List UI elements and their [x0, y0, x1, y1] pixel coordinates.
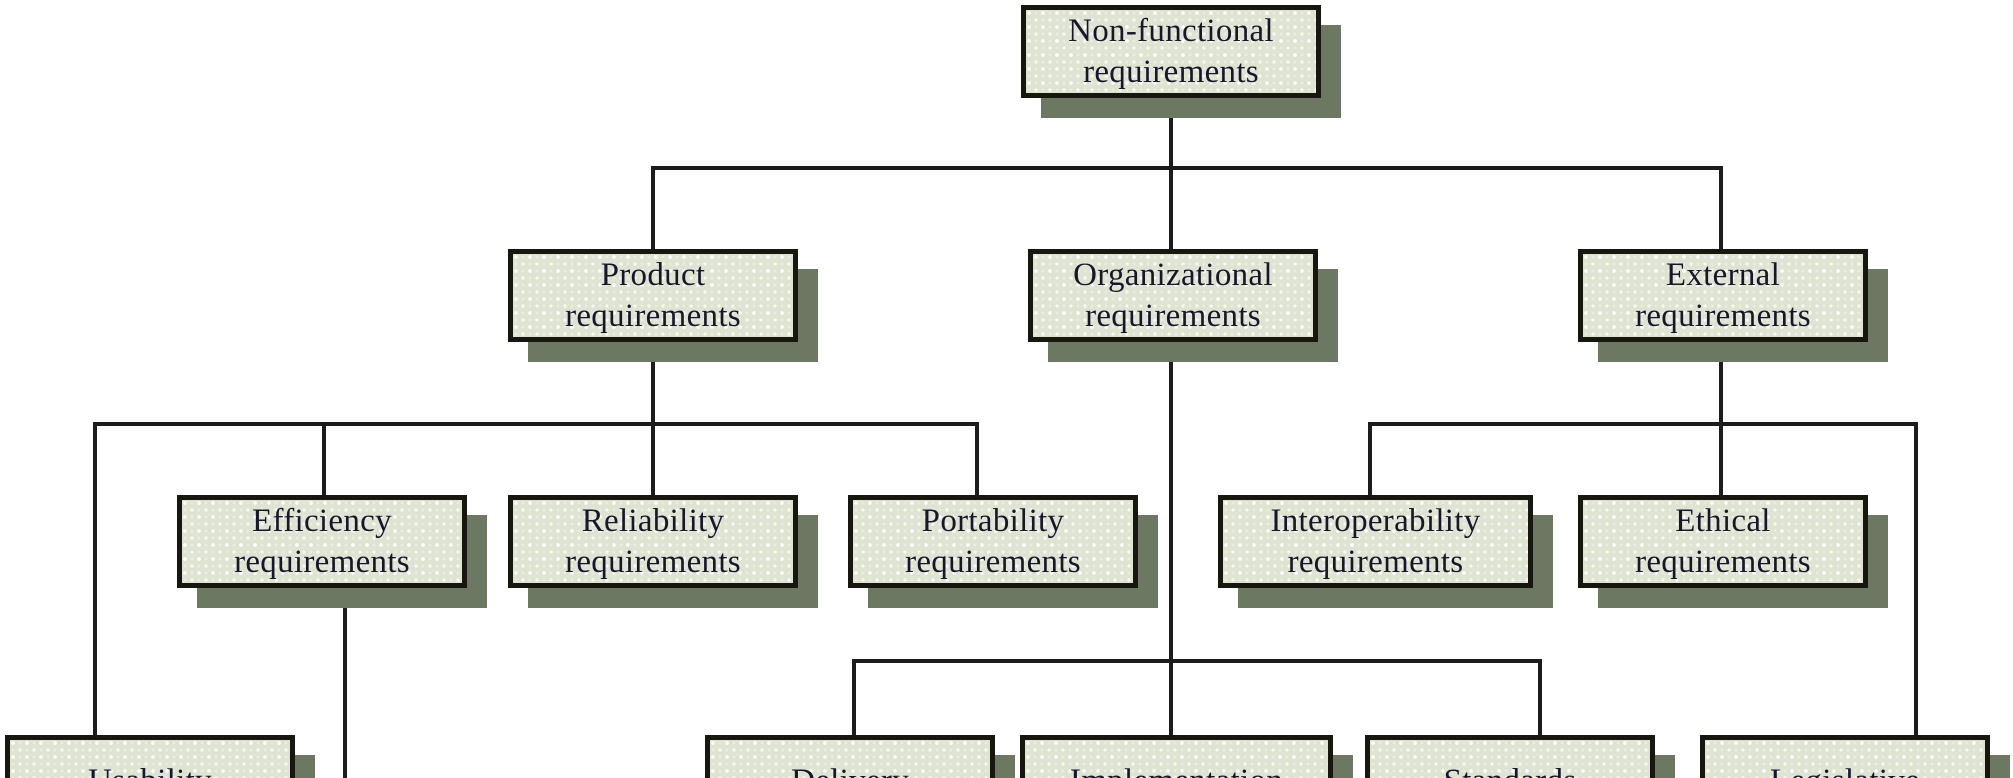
- node-label-line1: Non-functional: [1068, 13, 1274, 50]
- edge-to-delivery: [852, 659, 856, 737]
- node-label-line1: Implementation: [1070, 761, 1283, 778]
- node-implementation-requirements[interactable]: Implementation: [1020, 735, 1353, 778]
- box-face: Portability requirements: [848, 495, 1138, 588]
- node-label-line1: Interoperability: [1270, 503, 1481, 540]
- box-face: Organizational requirements: [1028, 249, 1318, 342]
- node-organizational-requirements[interactable]: Organizational requirements: [1028, 249, 1338, 362]
- edge-root-stem: [1169, 98, 1173, 170]
- node-label-line1: Ethical: [1675, 503, 1771, 540]
- node-label-line2: requirements: [565, 543, 741, 580]
- box-face: Usability: [5, 735, 295, 778]
- node-label-line1: Organizational: [1073, 257, 1273, 294]
- edge-to-portability: [975, 422, 979, 497]
- box-face: Ethical requirements: [1578, 495, 1868, 588]
- node-label-line1: Legislative: [1770, 761, 1920, 778]
- edge-external-stem: [1719, 342, 1723, 426]
- node-label-line1: Standards: [1444, 761, 1577, 778]
- node-label-line2: requirements: [1635, 297, 1811, 334]
- box-face: Non-functional requirements: [1021, 5, 1321, 98]
- node-label-line1: Delivery: [791, 761, 909, 778]
- edge-to-interoperability: [1368, 422, 1372, 497]
- node-ethical-requirements[interactable]: Ethical requirements: [1578, 495, 1888, 608]
- box-face: Standards: [1365, 735, 1655, 778]
- box-face: Efficiency requirements: [177, 495, 467, 588]
- edge-organizational-stem: [1169, 342, 1173, 662]
- box-face: Product requirements: [508, 249, 798, 342]
- edge-to-legislative: [1914, 422, 1918, 737]
- node-label-line1: Reliability: [581, 503, 725, 540]
- node-label-line2: requirements: [1287, 543, 1464, 580]
- edge-to-product: [651, 166, 655, 251]
- node-label-line1: Efficiency: [252, 503, 392, 540]
- box-face: Legislative: [1700, 735, 1990, 778]
- node-usability-requirements[interactable]: Usability: [5, 735, 315, 778]
- edge-to-ethical: [1719, 422, 1723, 497]
- node-standards-requirements[interactable]: Standards: [1365, 735, 1675, 778]
- edge-organizational-bus: [852, 659, 1542, 663]
- node-label-line1: External: [1665, 257, 1781, 294]
- edge-level1-bus: [651, 166, 1723, 170]
- node-label-line2: requirements: [565, 297, 741, 334]
- node-reliability-requirements[interactable]: Reliability requirements: [508, 495, 818, 608]
- node-label-line2: requirements: [1083, 53, 1259, 90]
- node-label-line1: Portability: [921, 503, 1065, 540]
- box-face: Delivery: [705, 735, 995, 778]
- edge-product-bus: [93, 422, 977, 426]
- node-efficiency-requirements[interactable]: Efficiency requirements: [177, 495, 487, 608]
- edge-efficiency-substem: [343, 588, 347, 778]
- box-face: Reliability requirements: [508, 495, 798, 588]
- edge-to-external: [1719, 166, 1723, 251]
- edge-to-implementation: [1169, 659, 1173, 737]
- edge-to-standards: [1538, 659, 1542, 737]
- node-label-line2: requirements: [905, 543, 1081, 580]
- edge-to-reliability: [651, 422, 655, 497]
- node-interoperability-requirements[interactable]: Interoperability requirements: [1218, 495, 1553, 608]
- node-label-line2: requirements: [1635, 543, 1811, 580]
- node-non-functional-requirements[interactable]: Non-functional requirements: [1021, 5, 1341, 118]
- edge-to-organizational: [1169, 166, 1173, 251]
- box-face: Implementation: [1020, 735, 1333, 778]
- node-legislative-requirements[interactable]: Legislative: [1700, 735, 2010, 778]
- edge-to-usability: [93, 422, 97, 737]
- edge-to-efficiency: [322, 422, 326, 497]
- node-label-line1: Usability: [88, 761, 212, 778]
- node-label-line2: requirements: [234, 543, 410, 580]
- node-label-line1: Product: [600, 257, 706, 294]
- edge-product-stem: [651, 342, 655, 426]
- edge-external-bus: [1368, 422, 1918, 426]
- node-product-requirements[interactable]: Product requirements: [508, 249, 818, 362]
- node-delivery-requirements[interactable]: Delivery: [705, 735, 1015, 778]
- node-label-line2: requirements: [1085, 297, 1261, 334]
- node-portability-requirements[interactable]: Portability requirements: [848, 495, 1158, 608]
- box-face: External requirements: [1578, 249, 1868, 342]
- box-face: Interoperability requirements: [1218, 495, 1533, 588]
- node-external-requirements[interactable]: External requirements: [1578, 249, 1888, 362]
